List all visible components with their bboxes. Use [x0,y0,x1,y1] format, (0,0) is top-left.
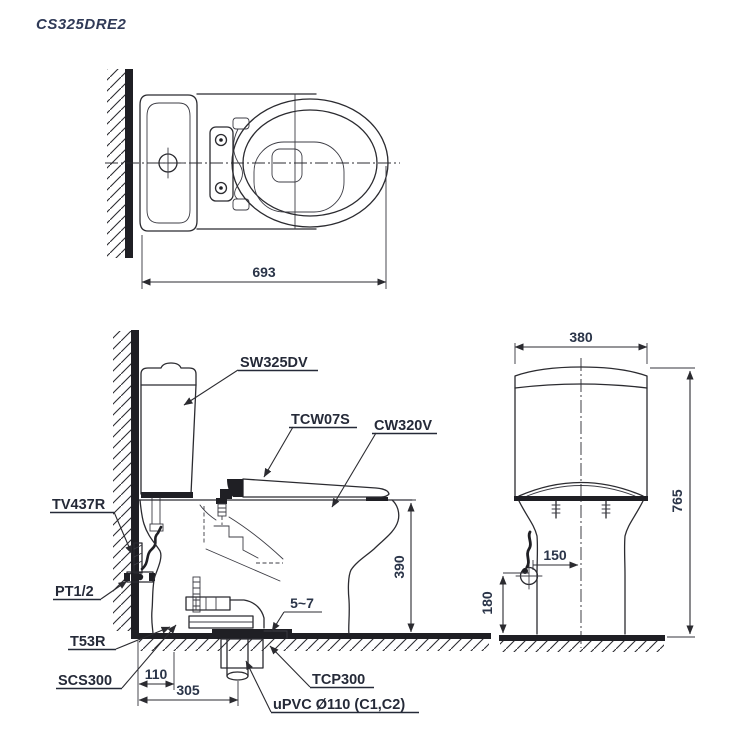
washer-seat-side [220,478,390,499]
dim-150-text: 150 [543,547,567,563]
svg-text:CW320V: CW320V [374,418,432,434]
svg-text:uPVC Ø110 (C1,C2): uPVC Ø110 (C1,C2) [273,697,405,713]
svg-text:TCP300: TCP300 [312,672,365,688]
svg-text:SCS300: SCS300 [58,673,112,689]
label-tcw07s: TCW07S [263,412,357,478]
dim-765-text: 765 [669,489,685,513]
floor-line-front [499,635,665,641]
dim-390-text: 390 [391,555,407,579]
seat-hinge-plan [209,117,250,211]
model-code-title: CS325DRE2 [36,16,127,33]
wall-bar [125,69,133,258]
dim-floor-gap: 5~7 [271,595,322,632]
seat-bolt [216,498,227,525]
svg-text:PT1/2: PT1/2 [55,584,94,600]
supply-valve-front [515,530,543,590]
dim-693-text: 693 [252,264,276,280]
mounting-bolts [551,500,611,519]
bowl-side-profile [139,499,400,635]
stop-valve [124,542,155,583]
pedestal-front [518,500,644,635]
svg-text:SW325DV: SW325DV [240,355,308,371]
floor-line-side [131,633,491,639]
floor-hatch-side [139,639,489,651]
side-view: 390 5~7 110 305 SW325DV [50,330,491,714]
dim-390: 390 [391,499,416,633]
label-scs300: SCS300 [56,624,177,690]
wall-hatch [107,69,125,258]
label-tcp300: TCP300 [269,645,374,689]
svg-text:TCW07S: TCW07S [291,412,350,428]
label-pt12: PT1/2 [53,580,128,601]
dim-gap-text: 5~7 [290,595,314,611]
label-tv437r: TV437R [50,497,133,555]
dim-180-text: 180 [479,591,495,615]
rim-edge-dark [366,497,388,501]
dim-765: 765 [650,367,695,638]
label-sw325dv: SW325DV [183,355,318,406]
dim-305-text: 305 [176,682,200,698]
cistern-side [140,362,197,532]
front-view: 380 765 150 180 [479,329,695,652]
dim-110: 110 [137,641,175,706]
label-upvc: uPVC Ø110 (C1,C2) [245,660,419,714]
svg-text:TV437R: TV437R [52,497,106,513]
bowl-plan-body [196,93,317,230]
dim-150: 150 [532,547,579,570]
dim-180: 180 [479,572,529,634]
outlet-assembly [185,576,292,639]
supply-hose [140,525,163,571]
wall-bar-side [131,330,139,638]
dim-380: 380 [514,329,648,364]
cistern-plan [139,94,198,232]
svg-text:T53R: T53R [70,634,106,650]
label-t53r: T53R [68,626,171,651]
floor-hatch-front [500,641,664,652]
dim-305: 305 [138,681,239,706]
label-cw320v: CW320V [331,418,437,508]
dim-693: 693 [141,166,387,289]
top-view: 693 [105,69,400,289]
wall-hatch-side [113,331,131,631]
dim-380-text: 380 [569,329,593,345]
dim-110-text: 110 [145,666,168,682]
